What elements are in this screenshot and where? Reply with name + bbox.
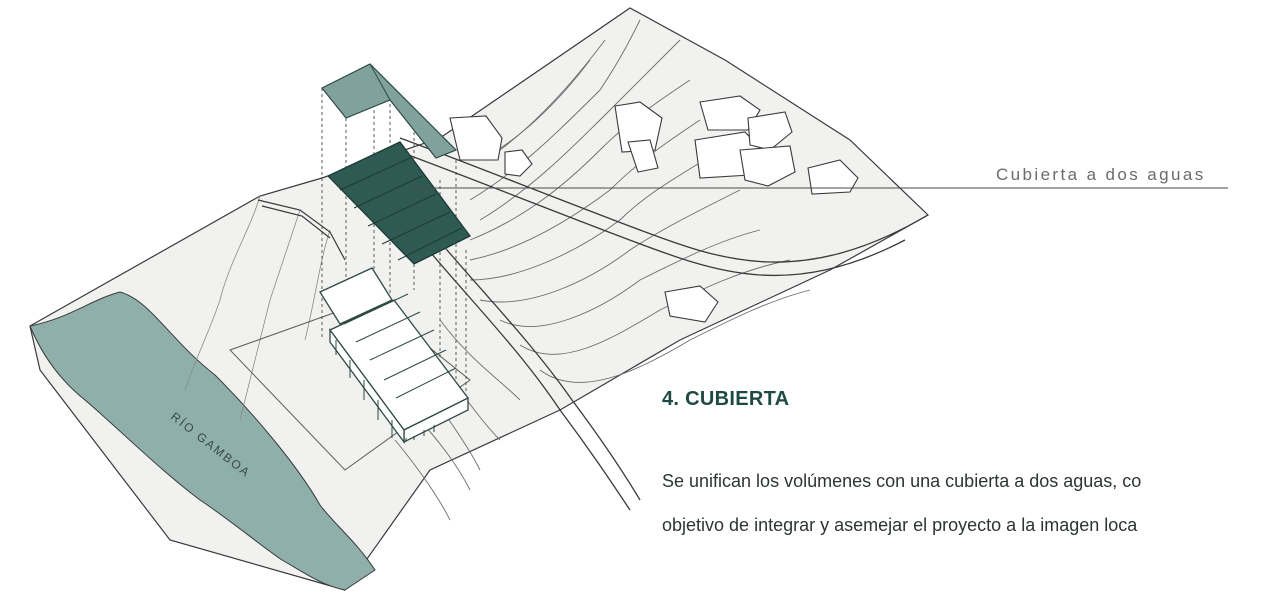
site-outline <box>229 299 471 471</box>
section-body-line: objetivo de integrar y asemejar el proye… <box>662 515 1138 535</box>
section-title: 4. CUBIERTA <box>662 388 790 410</box>
neighbor-buildings <box>449 95 859 323</box>
terrain-left-lines <box>184 195 331 421</box>
roof-ridge-lines <box>339 157 463 261</box>
roof-gable <box>326 141 471 265</box>
building-volume <box>319 267 469 444</box>
contour-lines <box>394 19 811 521</box>
retaining-wall <box>257 199 346 261</box>
building-frames <box>335 293 457 442</box>
section-body: Se unifican los volúmenes con una cubier… <box>662 459 1265 547</box>
road <box>394 137 929 511</box>
river <box>29 291 376 591</box>
roof-lean-to <box>321 63 458 159</box>
callout-label-roof: Cubierta a dos aguas <box>996 165 1206 184</box>
section-body-line: Se unifican los volúmenes con una cubier… <box>662 471 1142 491</box>
